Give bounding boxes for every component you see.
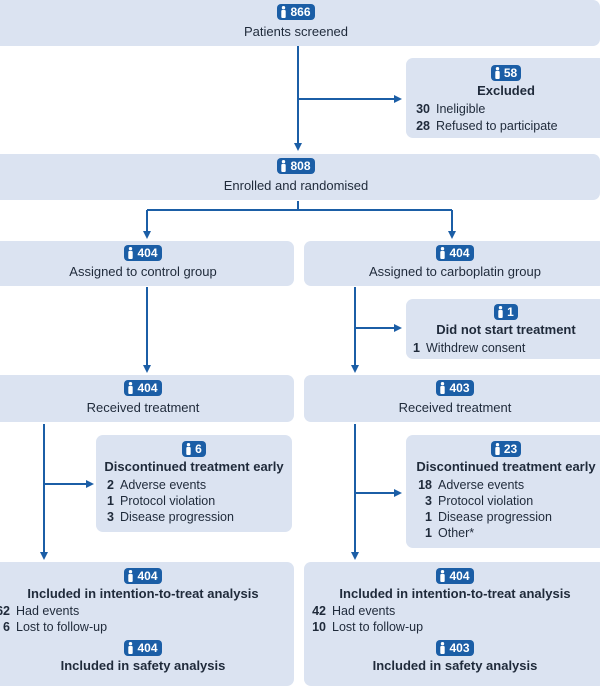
carboplatin-discontinued-count-badge: 23 (490, 441, 522, 457)
carboplatin-assigned-label: Assigned to carboplatin group (368, 264, 541, 279)
control-received-box: 404 Received treatment (0, 375, 294, 422)
person-icon (498, 306, 503, 318)
arrow-split (147, 201, 452, 211)
screened-label: Patients screened (243, 24, 349, 39)
screened-count-badge: 866 (277, 4, 315, 20)
person-icon (440, 642, 446, 654)
excluded-count-badge: 58 (490, 65, 522, 81)
control-safety-title: Included in safety analysis (60, 658, 226, 673)
enrolled-box: 808 Enrolled and randomised (0, 154, 600, 200)
control-itt-count-badge: 404 (124, 568, 162, 584)
control-itt-title: Included in intention-to-treat analysis (27, 586, 259, 601)
carboplatin-discontinued-title: Discontinued treatment early (416, 459, 596, 474)
control-assigned-box: 404 Assigned to control group (0, 241, 294, 286)
carboplatin-received-label: Received treatment (398, 400, 512, 415)
excluded-title: Excluded (477, 83, 535, 98)
person-icon (495, 67, 500, 79)
control-analysis-box: 404 Included in intention-to-treat analy… (0, 562, 294, 686)
screened-box: 866 Patients screened (0, 0, 600, 46)
person-icon (186, 443, 191, 455)
person-icon (128, 247, 134, 259)
carboplatin-itt-title: Included in intention-to-treat analysis (339, 586, 571, 601)
control-safety-count-badge: 404 (124, 640, 162, 656)
list-item: 62Had events (0, 604, 80, 618)
person-icon (281, 160, 287, 172)
person-icon (440, 570, 446, 582)
carboplatin-assigned-count-badge: 404 (436, 245, 474, 261)
enrolled-count-badge: 808 (277, 158, 315, 174)
person-icon (495, 443, 500, 455)
carboplatin-itt-count-badge: 404 (436, 568, 474, 584)
not-started-title: Did not start treatment (436, 322, 576, 337)
control-received-count-badge: 404 (124, 380, 162, 396)
person-icon (281, 6, 287, 18)
carboplatin-safety-title: Included in safety analysis (372, 658, 538, 673)
person-icon (128, 570, 134, 582)
control-assigned-count-badge: 404 (124, 245, 162, 261)
carboplatin-assigned-box: 404 Assigned to carboplatin group (304, 241, 600, 286)
control-discontinued-title: Discontinued treatment early (104, 459, 284, 474)
not-started-count-badge: 1 (494, 304, 518, 320)
carboplatin-received-box: 403 Received treatment (304, 375, 600, 422)
control-received-label: Received treatment (86, 400, 200, 415)
carboplatin-safety-count-badge: 403 (436, 640, 474, 656)
control-assigned-label: Assigned to control group (69, 264, 217, 279)
person-icon (440, 382, 446, 394)
enrolled-label: Enrolled and randomised (223, 178, 369, 193)
person-icon (128, 382, 134, 394)
carboplatin-analysis-box: 404 Included in intention-to-treat analy… (304, 562, 600, 686)
person-icon (440, 247, 446, 259)
carboplatin-received-count-badge: 403 (436, 380, 474, 396)
person-icon (128, 642, 134, 654)
control-discontinued-count-badge: 6 (182, 441, 206, 457)
